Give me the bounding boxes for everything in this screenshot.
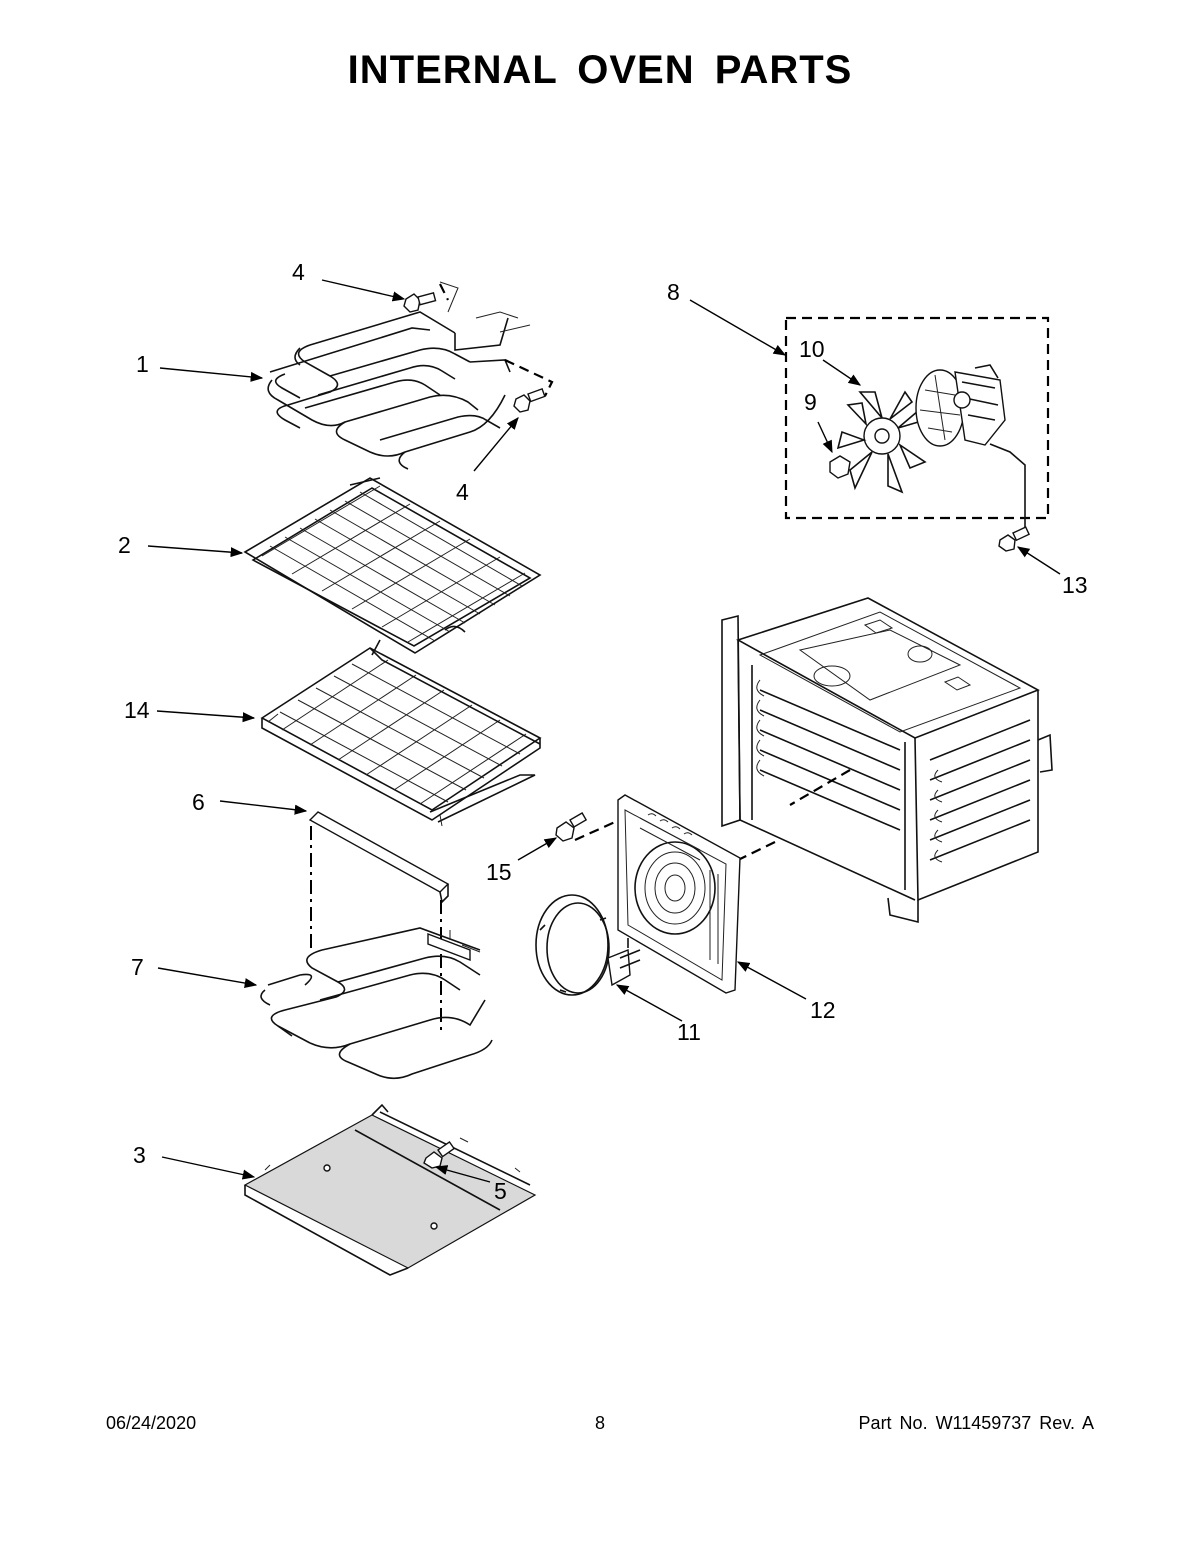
callout-10: 10 bbox=[799, 336, 825, 362]
page-title: INTERNAL OVEN PARTS bbox=[347, 48, 853, 92]
callout-4-bottom: 4 bbox=[456, 479, 469, 505]
screw-icon bbox=[423, 1140, 456, 1169]
callout-9: 9 bbox=[804, 389, 817, 415]
alignment-line bbox=[574, 820, 616, 842]
lower-heating-element bbox=[260, 927, 493, 1080]
screw-icon bbox=[555, 812, 588, 842]
screw-icon bbox=[513, 387, 546, 413]
convection-heating-element bbox=[535, 894, 641, 996]
oven-bottom-cover bbox=[243, 1103, 537, 1276]
callout-1: 1 bbox=[136, 351, 149, 377]
footer-date: 06/24/2020 bbox=[106, 1413, 197, 1433]
footer-part-number: Part No. W11459737 Rev. A bbox=[858, 1413, 1094, 1433]
callout-numbers: 1 4 4 2 14 6 7 3 5 8 10 9 13 15 11 12 bbox=[118, 259, 1088, 1204]
upper-heating-element bbox=[267, 281, 554, 470]
oven-rack bbox=[243, 477, 542, 654]
screw-icon bbox=[403, 292, 437, 313]
rear-fan-cover bbox=[617, 794, 741, 994]
callout-11: 11 bbox=[677, 1019, 701, 1045]
callout-6: 6 bbox=[192, 789, 205, 815]
element-bracket bbox=[308, 811, 450, 904]
callout-14: 14 bbox=[124, 697, 150, 723]
convection-fan-motor bbox=[915, 364, 1026, 530]
footer-page-number: 8 bbox=[594, 1413, 605, 1433]
callout-2: 2 bbox=[118, 532, 131, 558]
callout-7: 7 bbox=[131, 954, 144, 980]
callout-13: 13 bbox=[1062, 572, 1088, 598]
fan-assembly-box bbox=[784, 316, 1050, 520]
callout-3: 3 bbox=[133, 1142, 146, 1168]
callout-15: 15 bbox=[486, 859, 512, 885]
callout-5: 5 bbox=[494, 1178, 507, 1204]
alignment-line bbox=[737, 769, 851, 861]
screw-icon bbox=[998, 526, 1030, 552]
convection-fan-blade bbox=[836, 390, 927, 494]
callout-4-top: 4 bbox=[292, 259, 305, 285]
oven-cavity bbox=[721, 597, 1053, 924]
callout-8: 8 bbox=[667, 279, 680, 305]
sliding-oven-rack bbox=[260, 639, 542, 827]
fan-nut bbox=[829, 455, 851, 479]
callout-12: 12 bbox=[810, 997, 836, 1023]
callout-leaders bbox=[147, 279, 1061, 1183]
